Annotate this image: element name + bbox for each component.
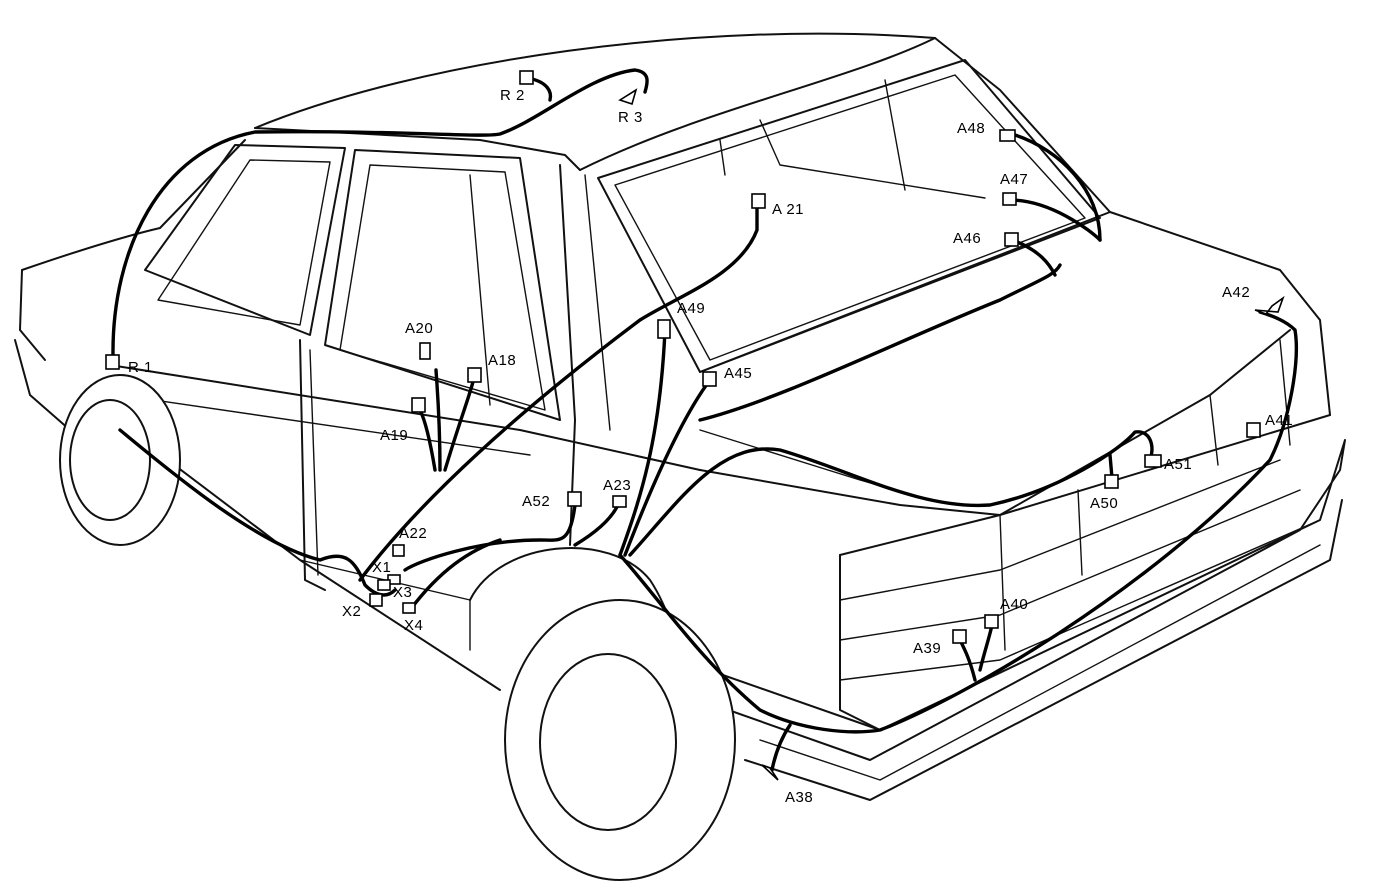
label-a23: A23 xyxy=(603,477,631,494)
label-a19: A19 xyxy=(380,427,408,444)
label-a40: A40 xyxy=(1000,596,1028,613)
label-a39: A39 xyxy=(913,640,941,657)
connector-a41 xyxy=(1246,422,1261,438)
connector-a23 xyxy=(612,495,627,508)
label-a47: A47 xyxy=(1000,171,1028,188)
rear-wheel xyxy=(504,599,736,881)
connector-x2 xyxy=(369,593,383,607)
connector-r1 xyxy=(105,354,120,370)
connector-x4 xyxy=(402,602,416,614)
connector-a40 xyxy=(984,614,999,629)
connector-r2 xyxy=(519,70,534,85)
connector-a48 xyxy=(999,129,1016,142)
label-a51: A51 xyxy=(1164,456,1192,473)
connector-a21 xyxy=(751,193,766,209)
connector-a18 xyxy=(467,367,482,383)
connector-a39 xyxy=(952,629,967,644)
connector-a20 xyxy=(419,342,431,360)
connector-a45 xyxy=(702,371,717,387)
connector-a52 xyxy=(567,491,582,507)
label-a46: A46 xyxy=(953,230,981,247)
label-a38: A38 xyxy=(785,789,813,806)
connector-a47 xyxy=(1002,192,1017,206)
connector-a46 xyxy=(1004,232,1019,247)
label-a20: A20 xyxy=(405,320,433,337)
label-a52: A52 xyxy=(522,493,550,510)
label-a22: A22 xyxy=(399,525,427,542)
label-a48: A48 xyxy=(957,120,985,137)
label-x2: X2 xyxy=(342,603,361,620)
connector-a38 xyxy=(761,764,779,781)
label-r1: R 1 xyxy=(128,359,153,376)
label-a50: A50 xyxy=(1090,495,1118,512)
label-x4: X4 xyxy=(404,617,423,634)
label-a49: A49 xyxy=(677,300,705,317)
connector-a42 xyxy=(1254,295,1285,315)
label-x3: X3 xyxy=(393,584,412,601)
wiring-harness xyxy=(111,68,1298,772)
connector-a49 xyxy=(657,319,671,339)
connector-a22 xyxy=(392,544,405,557)
label-a18: A18 xyxy=(488,352,516,369)
label-a41: A41 xyxy=(1265,412,1293,429)
label-a42: A42 xyxy=(1222,284,1250,301)
connector-r3 xyxy=(618,88,638,106)
connector-a19 xyxy=(411,397,426,413)
label-x1: X1 xyxy=(372,559,391,576)
callout-labels: R 1 R 2 R 3 A18 A19 A20 A 21 A22 A23 A38… xyxy=(128,87,1293,806)
connector-a50 xyxy=(1104,474,1119,489)
connector-symbols xyxy=(105,70,1285,781)
front-wheel xyxy=(59,374,181,546)
label-a45: A45 xyxy=(724,365,752,382)
label-a21: A 21 xyxy=(772,201,804,218)
connector-x3 xyxy=(377,579,391,591)
label-r2: R 2 xyxy=(500,87,525,104)
connector-a51 xyxy=(1144,454,1162,468)
label-r3: R 3 xyxy=(618,109,643,126)
